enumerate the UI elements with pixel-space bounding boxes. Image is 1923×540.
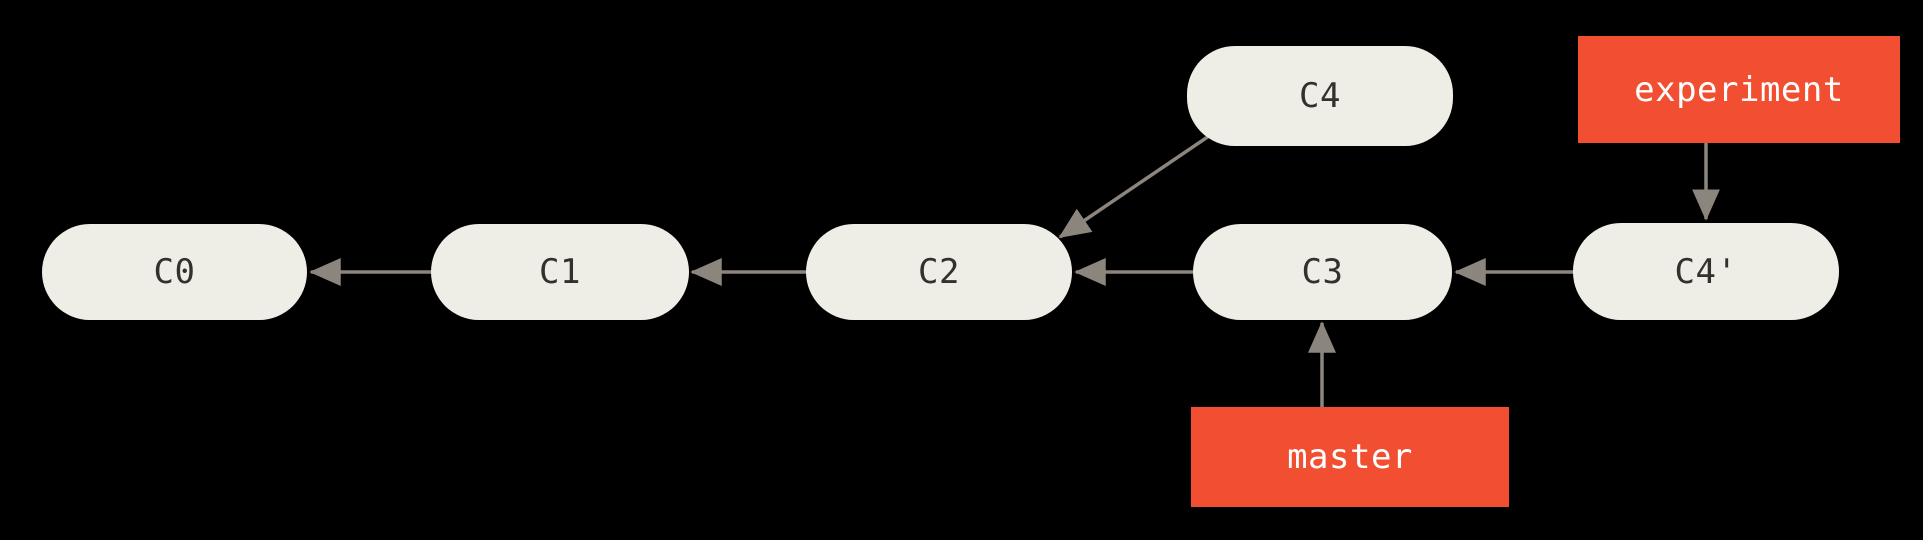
commit-node-c4prime: C4' [1573, 223, 1839, 320]
branch-label-experiment: experiment [1578, 36, 1900, 143]
commit-node-c1: C1 [431, 224, 689, 320]
branch-label-experiment-text: experiment [1634, 69, 1844, 110]
commit-label-c3: C3 [1301, 252, 1344, 292]
commit-node-c2: C2 [806, 224, 1072, 320]
commit-label-c1: C1 [539, 252, 581, 292]
commit-node-c4: C4 [1187, 46, 1453, 146]
commit-node-c3: C3 [1193, 224, 1452, 320]
commit-node-c0: C0 [42, 224, 307, 320]
commit-label-c2: C2 [918, 252, 960, 292]
branch-label-master: master [1191, 407, 1509, 507]
commit-label-c0: C0 [153, 252, 196, 292]
branch-label-master-text: master [1287, 437, 1413, 477]
commit-label-c4prime: C4' [1674, 251, 1738, 292]
commit-label-c4: C4 [1299, 76, 1341, 116]
